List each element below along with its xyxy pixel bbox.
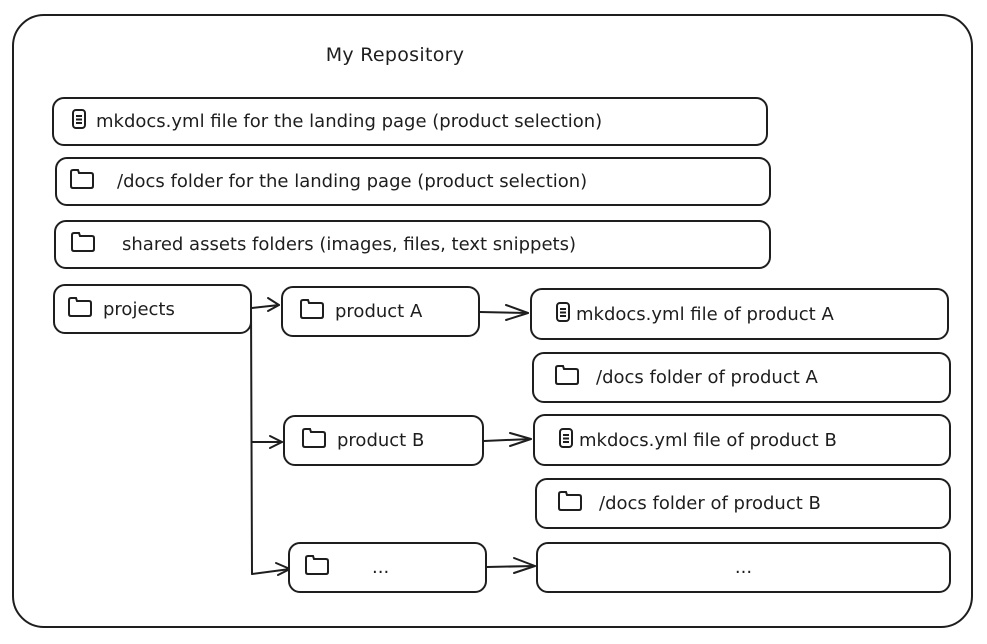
- node-label: ...: [734, 557, 753, 578]
- node-label: ...: [372, 557, 390, 578]
- node-label: product A: [335, 301, 423, 322]
- folder-icon: [299, 299, 325, 324]
- file-icon: [72, 109, 86, 134]
- folder-icon: [67, 296, 93, 322]
- more-products-child-node: ...: [536, 542, 951, 593]
- diagram-title: My Repository: [325, 44, 465, 66]
- node-label: mkdocs.yml file for the landing page (pr…: [96, 111, 603, 132]
- file-icon: [556, 301, 570, 327]
- folder-icon: [301, 428, 327, 453]
- folder-icon: [304, 555, 330, 580]
- node-label: mkdocs.yml file of product A: [576, 303, 834, 325]
- node-label: projects: [103, 298, 175, 320]
- product-b-mkdocs-file-node: mkdocs.yml file of product B: [533, 414, 951, 466]
- node-label: /docs folder of product B: [599, 493, 821, 514]
- projects-folder-node: projects: [53, 284, 252, 334]
- node-label: /docs folder of product A: [596, 367, 818, 388]
- folder-icon: [70, 232, 96, 257]
- landing-mkdocs-file-node: mkdocs.yml file for the landing page (pr…: [52, 97, 768, 146]
- landing-docs-folder-node: /docs folder for the landing page (produ…: [55, 157, 771, 206]
- product-a-docs-folder-node: /docs folder of product A: [532, 352, 951, 403]
- product-b-folder-node: product B: [283, 415, 484, 466]
- node-label: mkdocs.yml file of product B: [579, 429, 837, 451]
- more-products-folder-node: ...: [288, 542, 487, 593]
- node-label: product B: [337, 430, 425, 451]
- node-label: /docs folder for the landing page (produ…: [117, 171, 588, 192]
- product-b-docs-folder-node: /docs folder of product B: [535, 478, 951, 529]
- node-label: shared assets folders (images, files, te…: [122, 234, 576, 255]
- shared-assets-folder-node: shared assets folders (images, files, te…: [54, 220, 771, 269]
- folder-icon: [69, 169, 95, 194]
- product-a-mkdocs-file-node: mkdocs.yml file of product A: [530, 288, 949, 340]
- folder-icon: [554, 365, 580, 390]
- folder-icon: [557, 491, 583, 516]
- repository-container: [12, 14, 973, 628]
- product-a-folder-node: product A: [281, 286, 480, 337]
- file-icon: [559, 427, 573, 453]
